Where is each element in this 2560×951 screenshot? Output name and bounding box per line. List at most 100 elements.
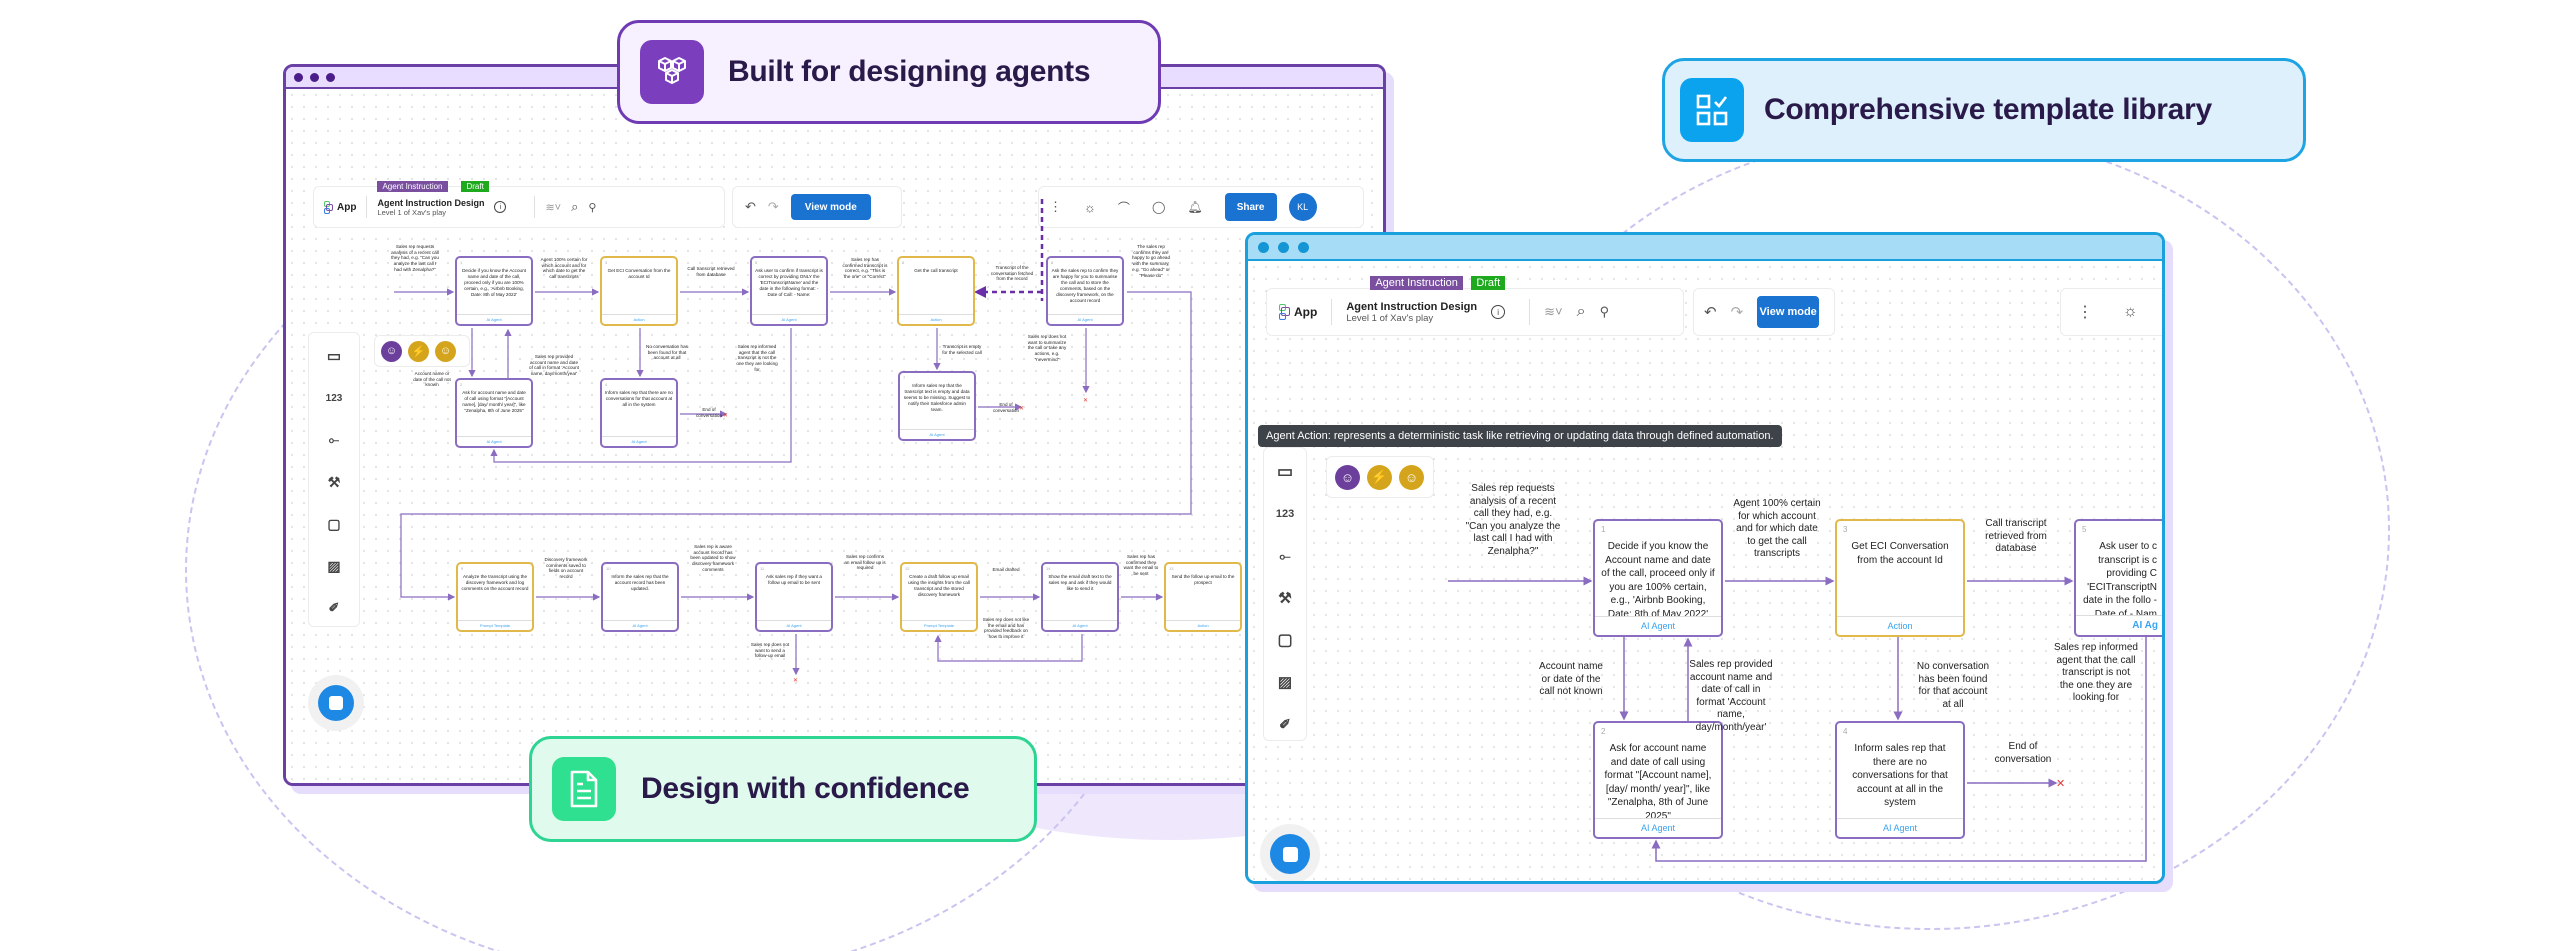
sun-icon[interactable]: ☼ xyxy=(2123,303,2138,320)
flow-branch-icon[interactable]: ⚲ xyxy=(588,201,597,214)
edge-label: Transcript is empty for the selected cal… xyxy=(942,344,982,355)
ai-agent-chip-icon[interactable]: ☺ xyxy=(381,340,402,362)
window-dot xyxy=(1298,241,1309,253)
more-vertical-icon[interactable]: ⋮ xyxy=(1049,199,1062,214)
magic-wand-icon[interactable]: ✐ xyxy=(328,600,340,615)
gavel-icon[interactable]: ⚒ xyxy=(327,473,341,490)
sticky-note-icon[interactable]: ▢ xyxy=(1277,632,1293,649)
node-tool-icon[interactable]: ▭ xyxy=(1276,462,1294,481)
info-icon[interactable]: i xyxy=(494,201,507,213)
undo-icon[interactable]: ↶ xyxy=(745,199,756,214)
edge-label: End of conversation xyxy=(992,402,1020,413)
edge-label: Sales rep informed agent that the call t… xyxy=(2054,642,2138,703)
node-type: AI Agent xyxy=(900,429,974,439)
node-type: AI Agent xyxy=(1595,818,1721,837)
view-mode-button[interactable]: View mode xyxy=(790,194,871,220)
edge-label: Sales rep confirms an email follow up is… xyxy=(844,554,886,571)
chat-button[interactable] xyxy=(1270,834,1310,874)
node-text: Ask user to c transcript is c providing … xyxy=(2083,541,2157,615)
node-text: Ask for account name and date of call us… xyxy=(1604,743,1712,818)
node-type: AI Agent xyxy=(752,314,826,324)
image-icon[interactable]: ▨ xyxy=(327,557,341,574)
history-toolbar: ↶ ↷ View mode xyxy=(1693,288,1835,336)
edge-label: Sales rep has confirmed transcript is co… xyxy=(842,257,888,280)
node-type: Action xyxy=(1837,616,1963,635)
edge-label: Call transcript retrieved from database xyxy=(1985,518,2047,554)
comment-icon[interactable]: ◯ xyxy=(1151,200,1166,214)
node-text: Ask for account name and date of call us… xyxy=(462,390,526,413)
prompt-chip-icon[interactable]: ☺ xyxy=(435,340,456,362)
layers-chevron-icon[interactable]: ≋˅ xyxy=(1544,304,1563,319)
redo-icon[interactable]: ↷ xyxy=(1730,304,1744,321)
flow-canvas[interactable]: App Agent Instruction Draft Agent Instru… xyxy=(286,89,1383,783)
connector-arrowhead xyxy=(974,286,986,298)
flow-canvas[interactable]: App Agent Instruction Draft Agent Instru… xyxy=(1248,261,2162,881)
sun-icon[interactable]: ☼ xyxy=(1084,199,1096,215)
node-number: 11 xyxy=(760,566,765,571)
image-icon[interactable]: ▨ xyxy=(1277,674,1293,691)
node-text: Create a draft follow up email using the… xyxy=(908,574,970,597)
layers-chevron-icon[interactable]: ≋˅ xyxy=(545,201,562,214)
app-logo[interactable]: App xyxy=(324,200,356,214)
action-chip-icon[interactable]: ⚡ xyxy=(408,340,429,362)
type-badge: Agent Instruction xyxy=(1370,275,1463,290)
chat-button[interactable] xyxy=(318,685,354,721)
number-tool-icon[interactable]: 123 xyxy=(1275,508,1295,520)
user-avatar[interactable]: KL xyxy=(1288,193,1317,221)
app-logo-label: App xyxy=(1294,305,1318,319)
node-number: 14 xyxy=(1046,566,1051,571)
redo-icon[interactable]: ↷ xyxy=(767,199,779,214)
search-icon[interactable]: ⌕ xyxy=(1576,303,1586,320)
undo-icon[interactable]: ↶ xyxy=(1704,304,1717,321)
more-vertical-icon[interactable]: ⋮ xyxy=(2077,304,2093,321)
info-icon[interactable]: i xyxy=(1491,305,1506,319)
node-text: Decide if you know the Account name and … xyxy=(462,268,526,297)
sticky-note-icon[interactable]: ▢ xyxy=(327,515,341,532)
number-tool-icon[interactable]: 123 xyxy=(325,392,343,404)
flow-branch-icon[interactable]: ⚲ xyxy=(1599,304,1610,319)
node-text: Inform sales rep that there are no conve… xyxy=(1852,743,1948,808)
view-mode-button[interactable]: View mode xyxy=(1757,296,1820,328)
node-number: 10 xyxy=(606,566,611,571)
edge-label: Sales rep has confirmed they want the em… xyxy=(1123,554,1159,577)
app-logo[interactable]: App xyxy=(1279,304,1317,320)
node-type: AI Agent xyxy=(457,436,531,446)
bell-icon[interactable]: 🔔︎ xyxy=(1187,200,1203,214)
chart-line-icon[interactable]: ⌒ xyxy=(1117,200,1130,215)
ai-agent-chip-icon[interactable]: ☺ xyxy=(1335,464,1360,490)
magic-wand-icon[interactable]: ✐ xyxy=(1279,715,1291,732)
edge-label: Sales rep does not like the email and ha… xyxy=(982,617,1030,640)
end-marker-icon: ✕ xyxy=(2056,777,2065,790)
connector-tool-icon[interactable]: ⟜ xyxy=(328,432,340,447)
search-icon[interactable]: ⌕ xyxy=(571,199,579,214)
dragging-connector[interactable] xyxy=(986,199,1044,301)
divider xyxy=(1331,299,1333,325)
gavel-icon[interactable]: ⚒ xyxy=(1278,590,1292,607)
callout-text: Built for designing agents xyxy=(728,55,1091,88)
node-tool-icon[interactable]: ▭ xyxy=(326,348,342,365)
prompt-chip-icon[interactable]: ☺ xyxy=(1399,464,1424,490)
node-type: Prompt Template xyxy=(458,620,532,630)
connector-tool-icon[interactable]: ⟜ xyxy=(1279,547,1291,564)
action-chip-icon[interactable]: ⚡ xyxy=(1367,464,1392,490)
share-button[interactable]: Share xyxy=(1224,193,1277,221)
